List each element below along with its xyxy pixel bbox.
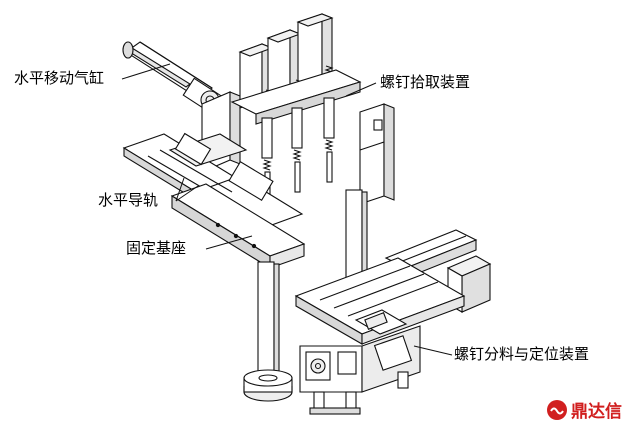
horizontal-rail bbox=[122, 132, 304, 231]
label-fixed-base: 固定基座 bbox=[126, 239, 187, 257]
label-screw-pick: 螺钉拾取装置 bbox=[380, 73, 471, 91]
watermark-logo: 鼎达信 bbox=[546, 397, 622, 422]
screw-pick-device bbox=[230, 13, 362, 203]
label-horizontal-rail: 水平导轨 bbox=[98, 191, 159, 209]
main-column bbox=[243, 261, 293, 402]
right-frame bbox=[359, 103, 395, 205]
label-screw-feed-position: 螺钉分料与定位装置 bbox=[454, 345, 590, 363]
leader-lines bbox=[121, 63, 453, 356]
screw-feed-device bbox=[294, 229, 492, 415]
logo-text: 鼎达信 bbox=[571, 402, 622, 422]
wave-badge-icon bbox=[547, 399, 567, 420]
label-horizontal-cylinder: 水平移动气缸 bbox=[14, 69, 105, 87]
